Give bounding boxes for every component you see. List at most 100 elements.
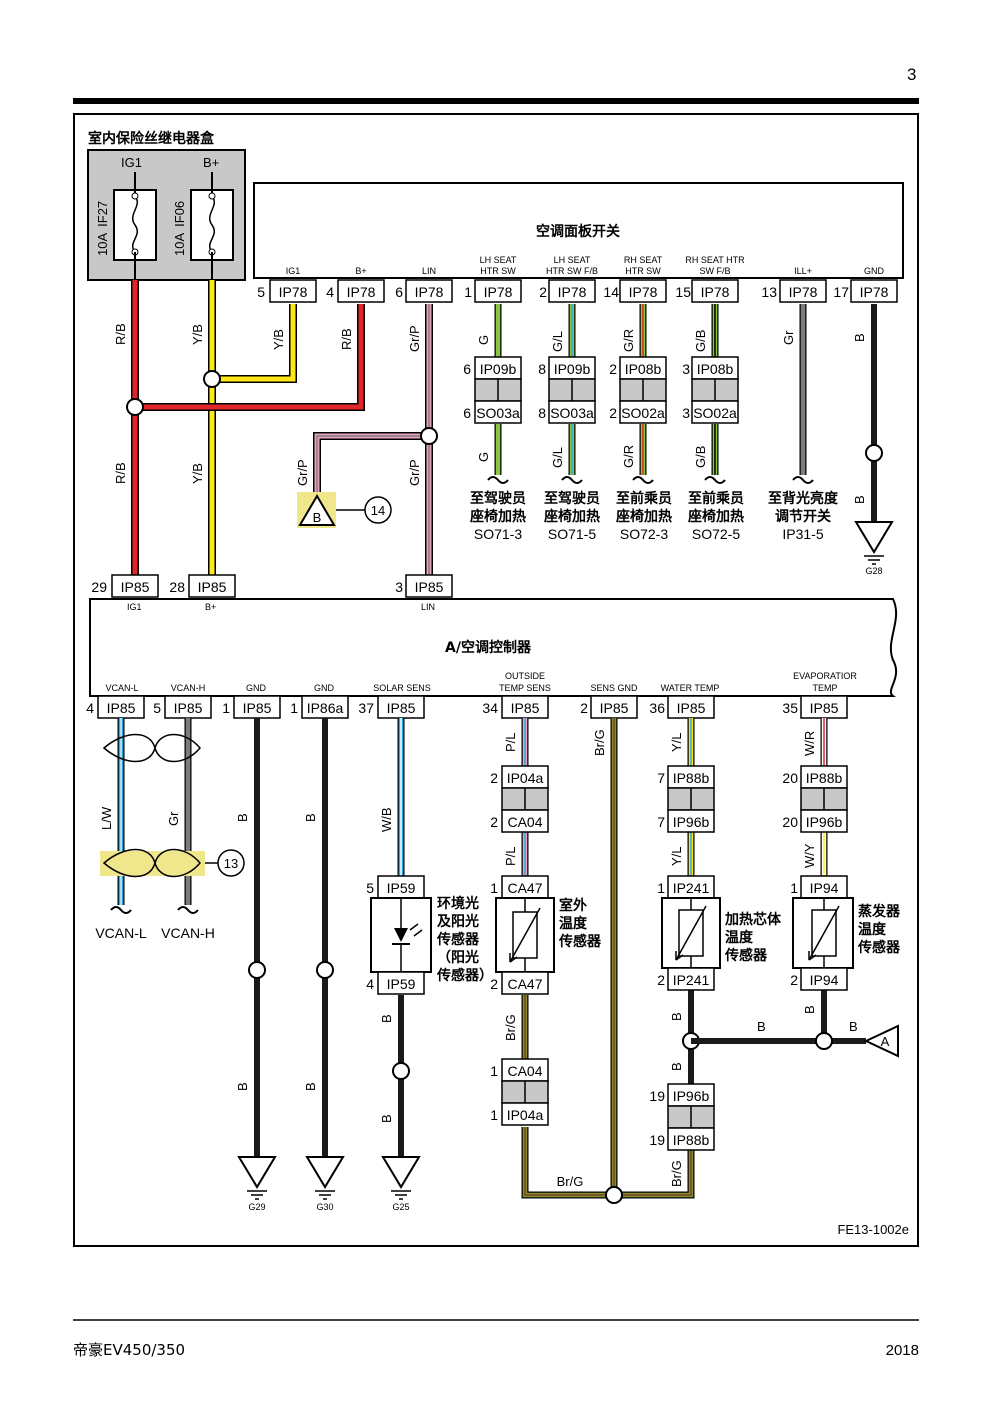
destination-text: 座椅加热 [470,508,526,525]
sensor-name: （阳光 [437,949,479,966]
connector-label: CA47 [507,880,542,896]
fuse-box: 室内保险丝继电器盒 IG1 B+ 10AIF27 10AIF06 [87,130,246,281]
wire-color-label: G/B [693,330,708,352]
fuse-box-title: 室内保险丝继电器盒 [88,130,215,147]
connector-label: IP04a [507,770,544,786]
connector-marker-b: B 14 [297,492,392,528]
pin-number: 2 [539,284,547,300]
wire-color-label: B [669,1062,684,1071]
pin-number: 20 [782,770,798,786]
pin-number: 19 [649,1088,665,1104]
destination-text: 至前乘员 [688,490,744,507]
ground-label-g28: G28 [865,566,882,576]
connector-label: IP85 [198,579,227,595]
pin-number: 28 [169,579,185,595]
pin-number: 1 [490,1107,498,1123]
connector-label: IP85 [174,700,203,716]
panel-connectors: IG1 B+ LIN LH SEAT HTR SW LH SEAT HTR SW… [257,255,898,303]
destination-labels: 至驾驶员 座椅加热 SO71-3 至驾驶员 座椅加热 SO71-5 至前乘员 座… [470,490,839,542]
pin-label: LIN [421,602,435,612]
pin-label-rh-seat-fb: RH SEAT HTR [685,255,745,265]
pin-number: 1 [790,880,798,896]
wire-color-label: Gr [166,811,181,826]
connector-label: IP78 [484,284,513,300]
wire-color-label: B [852,333,867,342]
ref-14-label: 14 [371,503,385,518]
pin-number: 6 [463,405,471,421]
wire-color-label: L/W [99,806,114,830]
connector-label: CA04 [507,814,542,830]
pin-number: 35 [782,700,798,716]
pin-number: 3 [682,361,690,377]
pin-number: 1 [464,284,472,300]
pin-number: 37 [358,700,374,716]
connector-label: IP78 [629,284,658,300]
pin-number: 1 [490,1063,498,1079]
pin-number: 3 [395,579,403,595]
pin-number: 15 [675,284,691,300]
pin-number: 7 [657,770,665,786]
pin-label-b-plus: B+ [355,266,366,276]
fuse-if06-name: IF06 [172,201,187,227]
connector-label: IP85 [511,700,540,716]
wire-color-label: B [379,1114,394,1123]
pin-label: B+ [205,602,216,612]
pin-number: 1 [290,700,298,716]
pin-number: 1 [490,880,498,896]
connector-label: IP85 [415,579,444,595]
connector-label: IP88b [806,770,843,786]
sensor-name: 传感器） [436,967,493,984]
connector-label: CA04 [507,1063,542,1079]
fuse-ig1-label: IG1 [121,155,142,170]
connector-label: IP94 [810,880,839,896]
outside-temp-sensor: 1 CA47 2 CA47 室外 温度 传感器 [490,875,602,995]
pin-label-lh-seat-fb-2: HTR SW F/B [546,266,598,276]
marker-a-label: A [881,1034,890,1049]
wire-color-label: G/B [693,446,708,468]
pin-label: GND [314,683,335,693]
pin-label: SOLAR SENS [373,683,431,693]
wire-color-label: B [757,1019,766,1034]
connector-label: IP09b [554,361,591,377]
wire-color-label: W/Y [802,843,817,868]
pin-label-rh-seat: RH SEAT [624,255,663,265]
pin-number: 6 [395,284,403,300]
connector-label: IP59 [387,880,416,896]
connector-label: IP85 [677,700,706,716]
pin-label: GND [246,683,267,693]
destination-text: SO71-3 [474,526,522,542]
connector-label: IP78 [558,284,587,300]
ref-13-circle [217,849,245,877]
ground-label-g25: G25 [392,1202,409,1212]
sensor-name: 室外 [559,897,587,914]
pin-number: 4 [86,700,94,716]
connector-label: IP88b [673,770,710,786]
sensor-name: 温度 [725,929,754,946]
connector-label: IP78 [279,284,308,300]
wire-color-label: R/B [113,462,128,484]
pin-label: IG1 [127,602,142,612]
connector-label: IP59 [387,976,416,992]
pin-number: 2 [657,972,665,988]
header-rule [73,98,919,104]
wire-color-label: G/L [550,331,565,352]
evaporator-temp-sensor: 1 IP94 2 IP94 蒸发器 温度 传感器 [790,875,901,991]
sensor-name: 温度 [559,915,588,932]
connector-label: IP94 [810,972,839,988]
footer-model: 帝豪EV450/350 [73,1341,185,1359]
pin-number: 2 [790,972,798,988]
pin-number: 20 [782,814,798,830]
destination-text: 调节开关 [775,508,831,525]
pin-number: 2 [490,976,498,992]
svg-text:10AIF27: 10AIF27 [95,201,110,256]
wire-color-label: G [476,452,491,462]
wire-color-label: B [669,1012,684,1021]
wire-color-label: G/R [621,445,636,468]
pin-number: 8 [538,361,546,377]
pin-label: VCAN-H [171,683,206,693]
figure-code: FE13-1002e [837,1222,909,1237]
sensor-name: 环境光 [437,895,479,912]
pin-label-lh-seat-fb: LH SEAT [554,255,591,265]
sensor-name: 传感器 [724,947,768,964]
